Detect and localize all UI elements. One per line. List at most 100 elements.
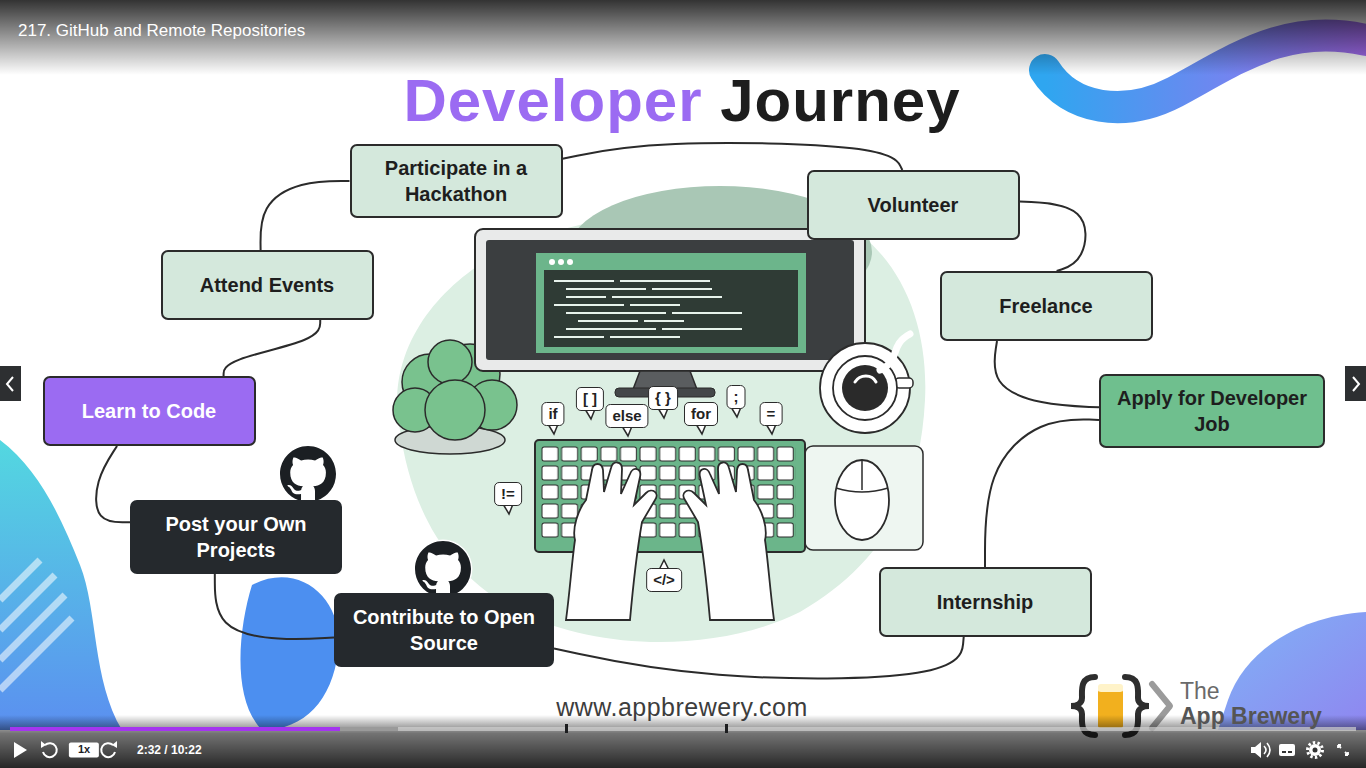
step-label: Internship — [937, 589, 1034, 615]
desk-illustration — [554, 304, 624, 306]
desk-illustration — [612, 296, 722, 298]
slide-nav-arrow — [7, 377, 13, 391]
player-bottom-shade — [0, 715, 1366, 768]
step-label: Learn to Code — [82, 398, 216, 424]
desk-illustration — [397, 198, 925, 642]
desk-illustration — [558, 259, 564, 265]
decor-blobs — [0, 440, 122, 730]
journey-step-box: Learn to Code — [43, 376, 256, 446]
desk-illustration — [425, 380, 485, 440]
player-controls — [1308, 743, 1323, 758]
journey-connector — [224, 320, 321, 376]
desk-illustration — [475, 229, 865, 371]
desk-illustration — [880, 334, 910, 370]
desk-illustration — [620, 280, 710, 282]
code-bubble: ; — [727, 385, 746, 409]
brand-logo — [1098, 684, 1123, 692]
github-icon — [414, 540, 473, 599]
decor-blobs — [240, 577, 338, 730]
journey-connector — [554, 637, 964, 678]
desk-illustration — [566, 296, 606, 298]
decor-blobs — [0, 595, 65, 660]
desk-illustration — [805, 446, 923, 550]
github-icon — [279, 445, 338, 504]
code-bubble: = — [760, 402, 783, 426]
player-controls — [1313, 748, 1318, 753]
code-bubble: if — [541, 402, 564, 426]
code-bubble: != — [494, 482, 522, 506]
code-bubble: [ ] — [576, 387, 604, 411]
github-icon — [415, 541, 471, 596]
player-controls — [1264, 743, 1270, 757]
journey-connector — [995, 341, 1099, 407]
journey-step-box: Apply for Developer Job — [1099, 374, 1325, 448]
brand-name: App Brewery — [1180, 703, 1322, 731]
player-controls — [41, 741, 46, 748]
desk-illustration — [566, 312, 666, 314]
step-label: Post your Own Projects — [154, 511, 319, 563]
github-icon — [279, 445, 338, 504]
journey-connector — [563, 143, 903, 170]
desk-illustration — [662, 328, 742, 330]
desk-illustration — [549, 259, 555, 265]
desk-illustration — [672, 312, 742, 314]
desk-illustration — [567, 259, 573, 265]
journey-step-box: Participate in a Hackathon — [350, 144, 563, 218]
step-label: Contribute to Open Source — [349, 604, 539, 656]
desk-illustration — [428, 340, 472, 384]
slide-title: Developer Journey — [403, 66, 960, 135]
decor-blobs — [0, 575, 55, 630]
step-label: Apply for Developer Job — [1114, 385, 1310, 437]
player-controls — [1282, 751, 1286, 753]
step-label: Attend Events — [200, 272, 334, 298]
journey-connector — [96, 446, 130, 522]
desk-illustration — [836, 460, 888, 492]
desk-illustration — [630, 304, 680, 306]
desk-illustration — [566, 328, 656, 330]
journey-step-box: Contribute to Open Source — [334, 593, 554, 667]
bubble-tails — [503, 407, 776, 570]
step-label: Participate in a Hackathon — [369, 155, 544, 207]
progress-bar — [565, 724, 568, 733]
player-controls — [1288, 751, 1292, 753]
playback-time: 2:32 / 10:22 — [137, 743, 202, 757]
desk-illustration — [855, 376, 876, 382]
code-bubble: for — [684, 402, 718, 426]
player-controls — [14, 741, 1348, 758]
journey-step-box: Post your Own Projects — [130, 500, 342, 574]
desk-illustration — [644, 320, 684, 322]
desk-illustration — [835, 460, 889, 540]
github-icon — [280, 446, 336, 501]
player-top-shade — [0, 0, 1366, 75]
desk-illustration — [554, 280, 614, 282]
desk-illustration — [652, 288, 712, 290]
progress-bar — [10, 727, 1356, 731]
player-controls — [1279, 744, 1295, 756]
desk-illustration — [566, 288, 646, 290]
code-bubble: { } — [648, 386, 678, 410]
journey-step-box: Internship — [879, 567, 1092, 637]
desk-illustration — [486, 240, 854, 360]
github-icon — [414, 540, 473, 599]
slide-nav-arrow — [1345, 366, 1366, 401]
decor-blobs — [0, 618, 72, 690]
journey-connector — [215, 574, 334, 639]
journey-connector — [260, 181, 349, 250]
desk-illustration — [578, 320, 638, 322]
lecture-title: 217. GitHub and Remote Repositories — [18, 21, 305, 41]
desk-illustration — [393, 186, 925, 642]
desk-illustration — [536, 253, 806, 353]
slide-nav-arrow — [0, 366, 21, 401]
playback-speed: 1x — [69, 742, 99, 757]
step-label: Freelance — [999, 293, 1092, 319]
player-controls — [1338, 745, 1348, 755]
player-controls — [112, 741, 117, 748]
desk-illustration — [683, 462, 774, 620]
step-label: Volunteer — [868, 192, 959, 218]
desk-illustration — [610, 336, 680, 338]
desk-illustration — [544, 270, 798, 347]
decor-blobs — [0, 560, 72, 690]
